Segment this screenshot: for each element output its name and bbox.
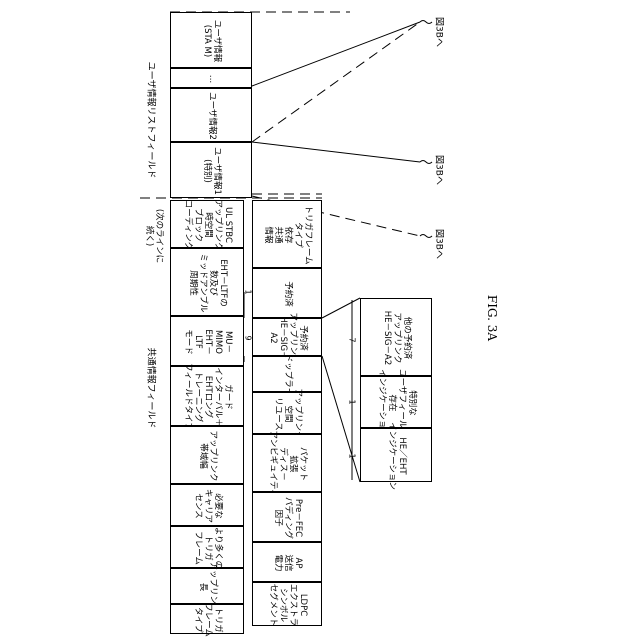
bits-other-reserved: 7: [348, 337, 357, 342]
reserved-cell: 予約済: [252, 268, 322, 318]
eht-ltf-count-cell: EHT－LTFの 数及び ミッドアンブル 周期性: [170, 248, 244, 316]
common-info-field-label: 共通情報フィールド: [146, 348, 159, 429]
figure-label: FIG. 3A: [485, 295, 499, 341]
mu-mimo-ltf-mode-cell: MU－ MIMO EHT－ LTF モード: [170, 316, 244, 366]
ref-fig3b-mid: 図3Bへ: [434, 155, 447, 185]
other-reserved-cell: 他の予約済 アップリンク HE－SIG－A2: [360, 298, 432, 376]
ref-fig3b-bottom: 図3Bへ: [434, 229, 447, 259]
bits-he-eht: 1: [348, 453, 357, 458]
ldpc-extra-symbol-cell: LDPC エクストラ シンボル セグメント: [252, 582, 322, 626]
gi-eht-ltf-type-cell: ガード インターバル＋ EHTロング トレーニング フィールドタイプ: [170, 366, 244, 426]
ul-stbc-cell: UL STBC アップリンク 時空間 ブロック コーディング: [170, 200, 244, 248]
pe-disambiguity-cell: パケット 拡張 ディス－ アンビギュイティ: [252, 434, 322, 492]
ap-tx-power-cell: AP 送信 電力: [252, 542, 322, 582]
uplink-spatial-reuse-cell: アップリンク 空間 リユース: [252, 392, 322, 434]
uplink-bandwidth-cell: アップリンク 帯域幅: [170, 426, 244, 484]
bit-label-1: 1: [244, 289, 253, 294]
pre-fec-padding-cell: Pre－FEC パディング 因子: [252, 492, 322, 542]
uplink-length-cell: アップリンク 長: [170, 568, 244, 604]
doppler-cell: ドップラー: [252, 356, 322, 392]
user-info-ellipsis-cell: …: [170, 68, 252, 88]
special-user-field-indication-cell: 特別な ユーザフィールド 存在 インジケーション: [360, 376, 432, 428]
reserved-uplink-he-sig-a2-cell: 予約済 アップリンク HE－SIG－ A2: [252, 318, 322, 356]
trigger-type-cell: トリガ フレーム タイプ: [170, 604, 244, 634]
user-info-sta-m-cell: ユーザ情報 (STA M): [170, 12, 252, 68]
continued-label: (次のラインに 続く): [144, 209, 164, 263]
user-info-list-field-label: ユーザ情報リストフィールド: [146, 62, 159, 179]
trigger-dependent-info-cell: トリガフレーム タイプ 依存 共通 情報: [252, 200, 322, 268]
user-info-2-cell: ユーザ情報2: [170, 88, 252, 142]
bit-label-9: 9: [244, 335, 253, 340]
ref-fig3b-top: 図3Bへ: [434, 17, 447, 47]
he-eht-indication-cell: HE／EHT インジケーション: [360, 428, 432, 482]
user-info-1-cell: ユーザ情報1 (特別): [170, 142, 252, 198]
bits-special-user: 1: [348, 399, 357, 404]
cs-required-cell: 必要な キャリア センス: [170, 484, 244, 526]
